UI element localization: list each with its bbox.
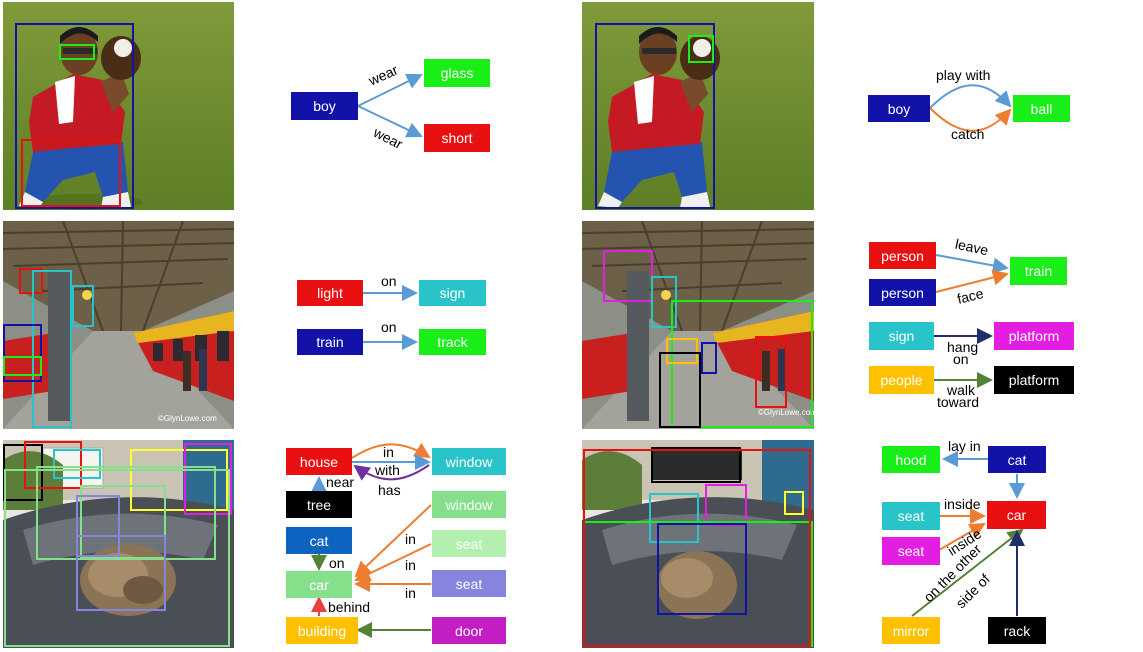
station-photo-left: ©GlynLowe.com (3, 221, 234, 429)
node-house: house (286, 448, 352, 475)
edge-label-in: in (405, 557, 416, 573)
edge-label-walk-toward: walk (947, 382, 976, 398)
edge-label-walk-toward: toward (937, 394, 980, 410)
edge-label-near: near (326, 474, 355, 490)
edge-label-has: has (378, 482, 401, 498)
watermark-text: ©GlynLowe.com (158, 414, 217, 423)
node-platform-magenta: platform (994, 322, 1074, 350)
edge-label-in: in (383, 444, 394, 460)
edge-label-on: on (329, 555, 345, 571)
edge-house-in-window (351, 442, 431, 459)
boy-photo-left (3, 2, 234, 210)
node-cat: cat (988, 446, 1046, 473)
node-short: short (424, 124, 490, 152)
edge-window-in-car (354, 504, 432, 578)
node-train: train (297, 329, 363, 355)
edge-label-lay-in: lay in (948, 438, 981, 454)
edge-person-face-train (935, 269, 1009, 293)
edge-label-hang-on: hang (947, 339, 979, 355)
node-sign: sign (419, 280, 486, 306)
edge-seat-in-car (354, 543, 432, 582)
node-ball: ball (1013, 95, 1070, 122)
node-tree: tree (286, 491, 352, 518)
node-building: building (286, 617, 358, 644)
node-hood: hood (882, 446, 940, 473)
edge-seat2-inside-car (938, 522, 986, 551)
node-people: people (869, 366, 934, 394)
edge-label-with: with (375, 462, 400, 478)
node-sign: sign (869, 322, 934, 350)
node-person-blue: person (869, 279, 936, 306)
edge-label-on: on (381, 273, 397, 289)
node-car: car (286, 571, 352, 598)
node-mirror: mirror (882, 617, 940, 644)
node-boy: boy (868, 95, 930, 122)
node-car: car (987, 501, 1046, 529)
edge-label-inside: inside (944, 496, 981, 512)
node-light: light (297, 280, 363, 306)
cat-car-photo-right (582, 440, 814, 648)
edge-label-on: on (381, 319, 397, 335)
edge-label-behind: behind (328, 599, 371, 615)
node-cat: cat (286, 527, 352, 554)
node-seat-pale: seat (432, 530, 506, 557)
node-person-red: person (869, 242, 936, 269)
node-track: track (419, 329, 486, 355)
edge-boy-wear-short (357, 105, 423, 138)
node-rack: rack (988, 617, 1046, 644)
node-seat-cyan: seat (882, 502, 940, 530)
edge-label-catch: catch (951, 126, 985, 142)
boy-photo-right (582, 2, 814, 210)
watermark-text: ©GlynLowe.com (758, 408, 814, 417)
cat-car-photo-left (3, 440, 234, 648)
edge-boy-catch-ball (929, 107, 1012, 132)
edge-person-leave-train (935, 254, 1009, 274)
node-window-cyan: window (432, 448, 506, 475)
edge-boy-play-with-ball (929, 84, 1012, 109)
node-seat-lavender: seat (432, 570, 506, 597)
node-glass: glass (424, 59, 490, 87)
edge-window-has-house (353, 464, 430, 481)
node-window-green: window (432, 491, 506, 518)
edge-label-in: in (405, 531, 416, 547)
node-seat-magenta: seat (882, 537, 940, 565)
edge-mirror-other-side-car (911, 528, 1024, 617)
node-train: train (1010, 257, 1067, 285)
edge-boy-wear-glass (357, 74, 423, 107)
node-platform-black: platform (994, 366, 1074, 394)
edge-label-play-with: play with (936, 67, 991, 83)
node-door: door (432, 617, 506, 644)
station-photo-right: ©GlynLowe.com (582, 221, 814, 429)
edge-label-hang-on: on (953, 351, 969, 367)
edge-label-in: in (405, 585, 416, 601)
node-boy: boy (291, 92, 358, 120)
